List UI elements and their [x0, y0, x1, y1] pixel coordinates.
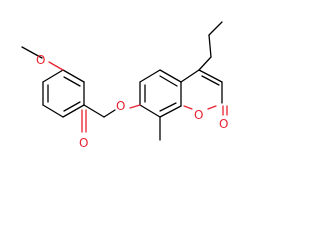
methoxyphenyl-ring	[42, 69, 85, 118]
ether-linkage	[83, 104, 141, 118]
lactone-carbonyl-oxygen-label: O	[219, 117, 228, 131]
ring-oxygen-label: O	[194, 108, 203, 122]
fused-benzene-ring	[139, 69, 182, 118]
ether-oxygen-label: O	[116, 99, 125, 113]
butyl-chain	[198, 21, 223, 71]
lactone-carbonyl	[222, 105, 228, 116]
pyranone-ring	[180, 69, 223, 110]
methoxy-group	[21, 46, 64, 71]
methoxy-oxygen-label: O	[36, 53, 45, 67]
chemical-structure: O O O O O	[21, 21, 228, 150]
ketone-oxygen-label: O	[79, 136, 88, 150]
ketone-group	[81, 109, 87, 133]
